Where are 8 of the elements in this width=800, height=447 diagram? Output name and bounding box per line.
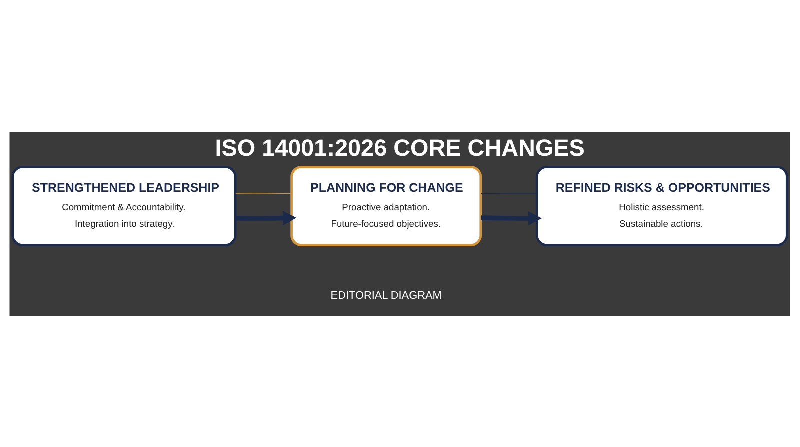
node-box: PLANNING FOR CHANGE Proactive adaptation. Future-focused objectives. [290, 165, 482, 246]
node-box: REFINED RISKS & OPPORTUNITIES Holistic assessment. Sustainable actions. [536, 165, 788, 246]
diagram-title: ISO 14001:2026 CORE CHANGES [215, 134, 585, 161]
arrow [481, 210, 542, 226]
caption: EDITORIAL DIAGRAM [330, 289, 442, 302]
node-box: STRENGTHENED LEADERSHIP Commitment & Accountability. Integration into strategy. [12, 165, 237, 246]
arrow [236, 210, 297, 225]
connector [235, 192, 292, 194]
